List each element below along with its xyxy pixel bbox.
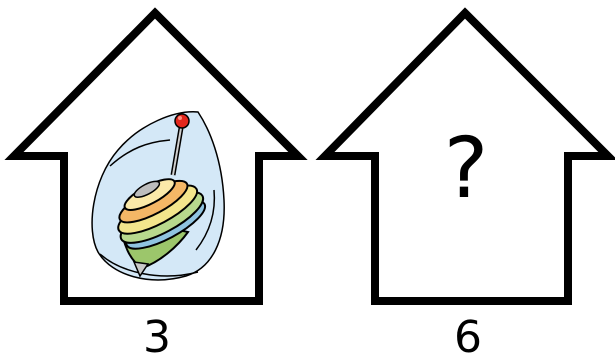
house-right-label: 6 [454,312,482,358]
house-left: 3 [14,13,298,358]
house-left-label: 3 [143,312,171,358]
house-right: ? 6 [325,13,608,358]
question-mark: ? [444,119,489,217]
spinning-top-icon [92,112,224,280]
